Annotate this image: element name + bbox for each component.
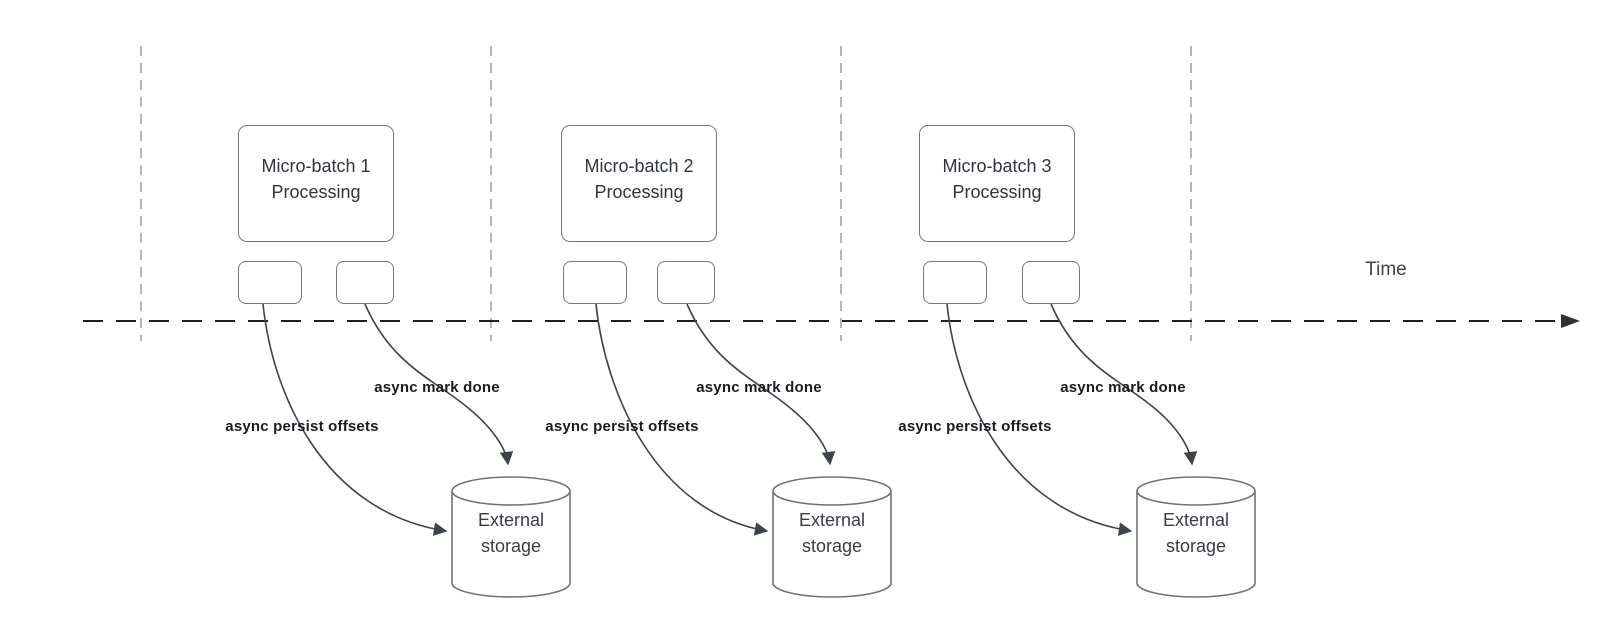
micro-batch-2-label: Micro-batch 2 Processing — [584, 155, 694, 202]
persist-offsets-arrow-1 — [262, 303, 448, 536]
mark-done-arrow-3 — [1050, 303, 1198, 466]
external-storage-cylinder-2 — [772, 476, 892, 598]
mark-task-box-2 — [657, 261, 715, 304]
micro-batch-1-label: Micro-batch 1 Processing — [261, 155, 371, 202]
micro-batch-3-label: Micro-batch 3 Processing — [942, 155, 1052, 202]
persist-offsets-arrow-label-2: async persist offsets — [545, 418, 699, 435]
mark-done-arrow-label-1: async mark done — [374, 379, 500, 396]
persist-task-box-2 — [563, 261, 627, 304]
time-axis-label: Time — [1365, 259, 1407, 280]
external-storage-cylinder-3 — [1136, 476, 1256, 598]
mark-done-arrow-1 — [364, 303, 514, 466]
persist-task-box-3 — [923, 261, 987, 304]
micro-batch-3-box: Micro-batch 3 Processing — [919, 125, 1075, 242]
mark-task-box-3 — [1022, 261, 1080, 304]
micro-batch-1-box: Micro-batch 1 Processing — [238, 125, 394, 242]
time-axis-arrowhead-icon — [1561, 314, 1580, 328]
external-storage-label-1: External storage — [477, 510, 545, 556]
mark-done-arrow-2 — [686, 303, 836, 466]
mark-done-arrow-label-3: async mark done — [1060, 379, 1186, 396]
external-storage-label-3: External storage — [1162, 510, 1230, 556]
persist-offsets-arrow-3 — [946, 303, 1133, 536]
external-storage-cylinder-1 — [451, 476, 571, 598]
mark-task-box-1 — [336, 261, 394, 304]
persist-task-box-1 — [238, 261, 302, 304]
mark-done-arrow-label-2: async mark done — [696, 379, 822, 396]
persist-offsets-arrow-2 — [595, 303, 769, 536]
persist-offsets-arrow-label-1: async persist offsets — [225, 418, 379, 435]
persist-offsets-arrow-label-3: async persist offsets — [898, 418, 1052, 435]
micro-batch-2-box: Micro-batch 2 Processing — [561, 125, 717, 242]
external-storage-label-2: External storage — [798, 510, 866, 556]
